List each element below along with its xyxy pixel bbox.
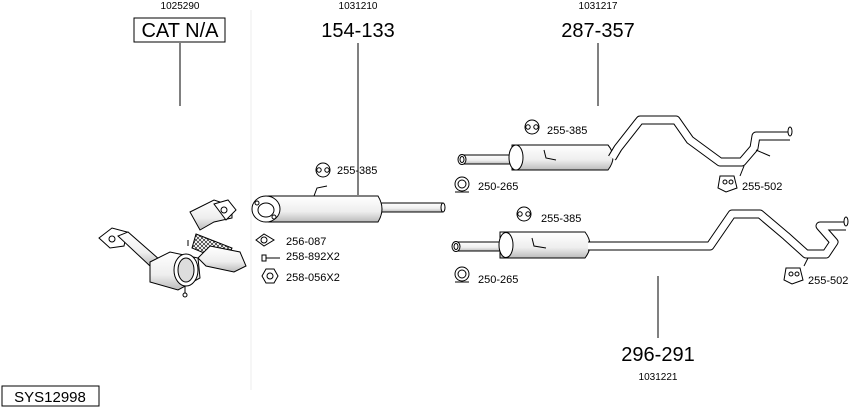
- mid-hanger-label: 255-385: [337, 165, 377, 177]
- clamp-icon: [454, 176, 470, 193]
- group-2-label: 154-133: [321, 20, 394, 42]
- bracket-icon: [717, 175, 738, 193]
- group-3-label: 287-357: [561, 20, 634, 42]
- group-2-ref: 1031210: [339, 1, 378, 12]
- rear-silencer-b: [451, 209, 849, 267]
- rear-b-bracket-label: 255-502: [808, 275, 848, 287]
- rear-a-clamp-label: 250-265: [478, 181, 518, 193]
- group-4-ref: 1031221: [639, 372, 678, 383]
- bolt-label: 258-892X2: [286, 251, 340, 263]
- rear-b-hanger-label: 255-385: [541, 213, 581, 225]
- group-1-label: CAT N/A: [141, 20, 219, 42]
- gasket-icon: [255, 233, 275, 247]
- bracket-icon: [783, 267, 804, 285]
- rear-a-hanger-label: 255-385: [547, 125, 587, 137]
- system-code: SYS12998: [14, 389, 86, 406]
- middle-silencer: [251, 185, 446, 223]
- nut-icon: [261, 268, 279, 284]
- system-code-box: [1, 385, 100, 407]
- rear-silencer-a: [457, 115, 793, 177]
- group-1-ref: 1025290: [161, 1, 200, 12]
- group-3-ref: 1031217: [579, 1, 618, 12]
- group-1-label-box: [133, 17, 226, 43]
- rear-a-bracket-label: 255-502: [742, 181, 782, 193]
- rubber-hanger-icon: [524, 119, 540, 135]
- catalytic-converter: [98, 199, 247, 298]
- group-4-label: 296-291: [621, 344, 694, 366]
- bolt-icon: [261, 254, 280, 262]
- rear-b-clamp-label: 250-265: [478, 274, 518, 286]
- rubber-hanger-icon: [315, 162, 331, 178]
- nut-label: 258-056X2: [286, 272, 340, 284]
- rubber-hanger-icon: [516, 206, 532, 222]
- gasket-label: 256-087: [286, 236, 326, 248]
- clamp-icon: [454, 266, 470, 283]
